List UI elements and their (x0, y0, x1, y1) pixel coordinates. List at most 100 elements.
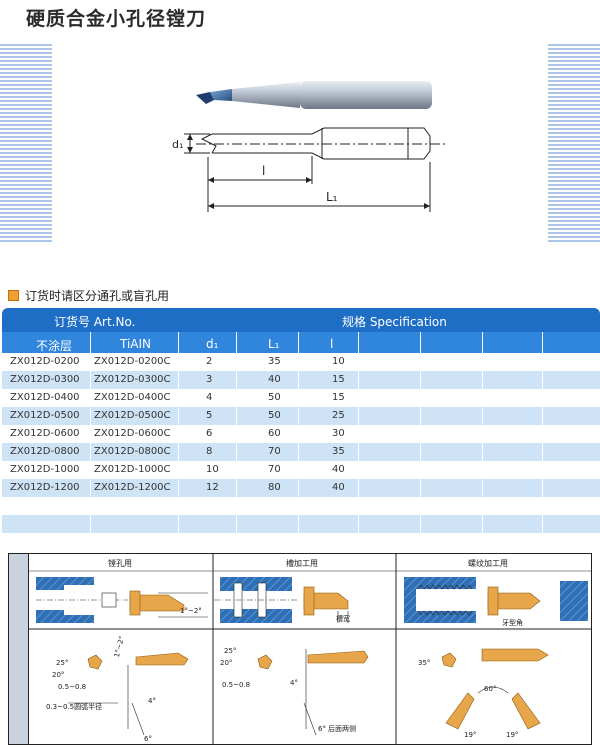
cell-d1: 10 (206, 464, 219, 475)
header-order-no: 订货号 Art.No. (54, 315, 136, 329)
order-note-text: 订货时请区分通孔或盲孔用 (25, 289, 170, 303)
spec-table: 订货号 Art.No. 规格 Specification 不涂层 TiAIN d… (2, 308, 600, 557)
cell-uncoated: ZX012D-0500 (10, 410, 80, 421)
cell-L1: 50 (268, 392, 281, 403)
angle-label-boring: 1°~2° (180, 607, 202, 615)
col-uncoated: 不涂层 (36, 339, 73, 353)
table-row-empty (2, 515, 600, 533)
cell-d1: 4 (206, 392, 213, 403)
table-row: ZX012D-1200 ZX012D-1200C 12 80 40 (2, 479, 600, 497)
stripe-panel-left (0, 44, 52, 244)
stripe-panel-right (548, 44, 600, 244)
boring-label-25: 25° (56, 659, 68, 667)
grooving-insert-geometry (257, 649, 369, 736)
boring-workpiece (36, 577, 128, 623)
boring-tool (129, 590, 208, 618)
boring-label-05: 0.5~0.8 (58, 683, 86, 691)
boring-label-6: 6° (144, 735, 152, 743)
tool-illustration: d₁ l L₁ (0, 44, 600, 244)
application-diagram: 镗孔用 槽加工用 螺纹加工用 1°~2° 槽宽 (8, 553, 592, 745)
section-boring: 镗孔用 (108, 558, 132, 568)
cell-uncoated: ZX012D-0200 (10, 356, 80, 367)
order-note: 订货时请区分通孔或盲孔用 (8, 287, 169, 304)
threading-insert-geometry (441, 648, 549, 730)
groove-label-05: 0.5~0.8 (222, 681, 250, 689)
cell-L1: 50 (268, 410, 281, 421)
table-row: ZX012D-0200 ZX012D-0200C 2 35 10 (2, 353, 600, 371)
cell-tiain: ZX012D-0400C (94, 392, 171, 403)
cell-uncoated: ZX012D-0800 (10, 446, 80, 457)
thread-label-19a: 19° (464, 731, 476, 739)
dim-label-L1: L₁ (326, 190, 338, 204)
cell-d1: 6 (206, 428, 213, 439)
cell-d1: 3 (206, 374, 213, 385)
cell-tiain: ZX012D-0800C (94, 446, 171, 457)
dimension-drawing (184, 127, 446, 212)
cell-l: 25 (332, 410, 345, 421)
section-grooving: 槽加工用 (286, 558, 318, 568)
threading-tool (487, 586, 541, 616)
groove-label-25: 25° (224, 647, 236, 655)
table-row-empty (2, 497, 600, 515)
cell-tiain: ZX012D-0600C (94, 428, 171, 439)
table-header-top: 订货号 Art.No. 规格 Specification (2, 308, 600, 332)
col-l: l (330, 337, 334, 351)
threading-workpiece (404, 577, 588, 623)
cell-l: 15 (332, 392, 345, 403)
cell-l: 40 (332, 482, 345, 493)
groove-label-4: 4° (290, 679, 298, 687)
thread-label-19b: 19° (506, 731, 518, 739)
cell-L1: 70 (268, 464, 281, 475)
cell-l: 10 (332, 356, 345, 367)
header-spec: 规格 Specification (342, 315, 447, 329)
cell-tiain: ZX012D-0500C (94, 410, 171, 421)
dimension-arrows (187, 134, 430, 209)
cell-d1: 12 (206, 482, 219, 493)
col-tiain: TiAIN (120, 337, 152, 351)
page-title: 硬质合金小孔径镗刀 (26, 8, 207, 30)
cell-tiain: ZX012D-1000C (94, 464, 171, 475)
table-row: ZX012D-0400 ZX012D-0400C 4 50 15 (2, 389, 600, 407)
thread-label-35: 35° (418, 659, 430, 667)
groove-width-label: 槽宽 (336, 614, 350, 623)
boring-label-4: 4° (148, 697, 156, 705)
bullet-square-icon (8, 290, 19, 301)
dim-label-l: l (262, 164, 265, 178)
boring-label-03: 0.3~0.5圆弧半径 (46, 702, 102, 711)
cell-d1: 2 (206, 356, 213, 367)
thread-label-60: 60° (484, 685, 496, 693)
table-row-empty (2, 533, 600, 551)
cell-L1: 35 (268, 356, 281, 367)
table-header-columns: 不涂层 TiAIN d₁ L₁ l (2, 332, 600, 353)
boring-insert-geometry (68, 652, 189, 736)
cell-l: 30 (332, 428, 345, 439)
table-row: ZX012D-0800 ZX012D-0800C 8 70 35 (2, 443, 600, 461)
cell-uncoated: ZX012D-0600 (10, 428, 80, 439)
groove-label-side: 后面两侧 (328, 724, 356, 733)
boring-label-20: 20° (52, 671, 64, 679)
cell-tiain: ZX012D-0200C (94, 356, 171, 367)
cell-L1: 40 (268, 374, 281, 385)
section-threading: 螺纹加工用 (468, 558, 508, 568)
thread-angle-label: 牙型角 (502, 618, 523, 627)
grooving-workpiece (214, 577, 298, 623)
cell-L1: 60 (268, 428, 281, 439)
table-row: ZX012D-0600 ZX012D-0600C 6 60 30 (2, 425, 600, 443)
groove-label-6: 6° (318, 725, 326, 733)
cell-L1: 70 (268, 446, 281, 457)
table-row: ZX012D-0500 ZX012D-0500C 5 50 25 (2, 407, 600, 425)
cell-uncoated: ZX012D-1200 (10, 482, 80, 493)
cell-d1: 5 (206, 410, 213, 421)
cell-tiain: ZX012D-0300C (94, 374, 171, 385)
cell-l: 35 (332, 446, 345, 457)
col-L1: L₁ (268, 337, 280, 351)
cell-uncoated: ZX012D-0400 (10, 392, 80, 403)
cell-uncoated: ZX012D-0300 (10, 374, 80, 385)
tool-photo (196, 81, 432, 109)
cell-L1: 80 (268, 482, 281, 493)
cell-l: 40 (332, 464, 345, 475)
cell-d1: 8 (206, 446, 213, 457)
cell-tiain: ZX012D-1200C (94, 482, 171, 493)
